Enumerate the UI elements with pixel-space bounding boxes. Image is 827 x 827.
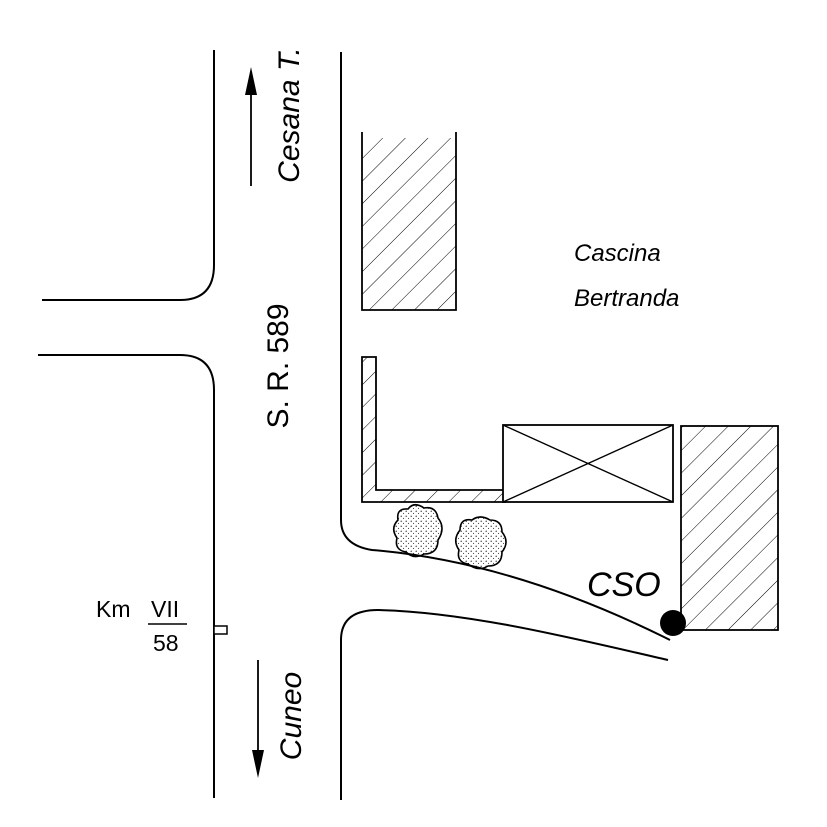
km-post <box>213 625 228 635</box>
km-roman-label: VII <box>151 596 179 622</box>
shrub-icon <box>454 516 507 570</box>
arrow-down-icon <box>252 660 264 778</box>
building-north <box>361 132 457 311</box>
road-name-label: S. R. 589 <box>262 303 295 428</box>
farm-name-line1: Cascina <box>574 240 661 267</box>
building-east <box>680 425 779 631</box>
outfall-label: CSO <box>587 566 661 604</box>
km-prefix-label: Km <box>96 596 131 622</box>
km-number-label: 58 <box>153 630 179 656</box>
building-crossed <box>502 424 674 503</box>
direction-south-label: Cuneo <box>275 672 308 760</box>
road-west-edge-lower <box>38 354 215 798</box>
road-east-edge-lower <box>340 608 669 800</box>
road-west-edge-upper <box>42 50 215 301</box>
shrub-icon <box>392 503 443 558</box>
farm-name-line2: Bertranda <box>574 285 679 312</box>
filled-circle-icon <box>660 610 686 636</box>
road-edges <box>38 50 671 800</box>
direction-north-label: Cesana T. <box>273 47 306 183</box>
building-l-shaped <box>361 356 506 503</box>
road-east-edge-upper <box>340 52 671 641</box>
arrow-up-icon <box>245 67 257 186</box>
